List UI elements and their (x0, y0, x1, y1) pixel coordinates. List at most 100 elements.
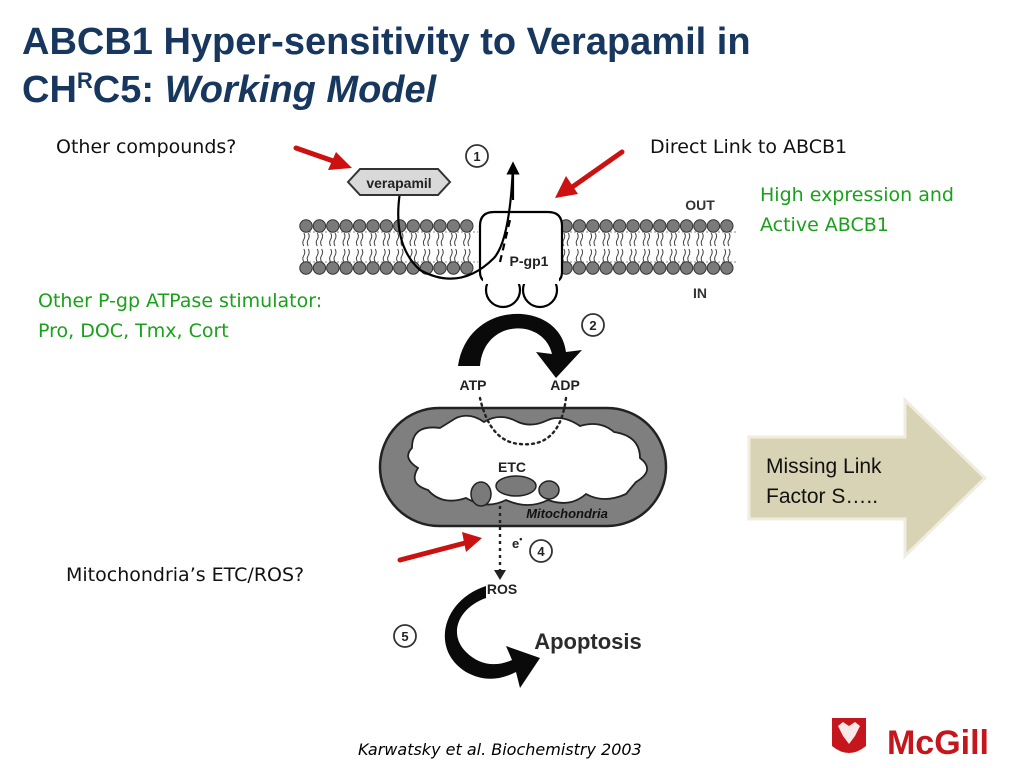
lipid-head (679, 261, 694, 275)
step-marker-4: 4 (529, 539, 553, 563)
note-high-expression-line-1: High expression and (760, 184, 954, 206)
callout-line-1: Missing Link (766, 455, 882, 478)
lipid-tail (669, 248, 673, 263)
lipid-tail (714, 248, 718, 263)
lipid-tail (593, 248, 597, 263)
lipid-head (299, 261, 313, 275)
lipid-head (366, 261, 380, 275)
etc-label: ETC (498, 459, 526, 475)
lipid-tail (342, 248, 346, 263)
slide-title: ABCB1 Hyper-sensitivity to Verapamil in … (22, 18, 751, 114)
lipid-tail (302, 248, 306, 263)
lipid-head (599, 219, 613, 233)
note-direct-link: Direct Link to ABCB1 (650, 136, 848, 158)
lipid-tail (709, 248, 713, 263)
lipid-head (599, 261, 613, 275)
lipid-tail (615, 248, 619, 263)
lipid-tail (360, 248, 364, 263)
lipid-tail (575, 232, 579, 247)
lipid-tail (467, 232, 471, 247)
lipid-head (406, 219, 420, 233)
title-prefix: CH (22, 69, 77, 111)
lipid-tail (700, 232, 704, 247)
lipid-tail (606, 232, 610, 247)
lipid-tail (320, 248, 324, 263)
lipid-head (339, 219, 353, 233)
lipid-head (639, 261, 654, 275)
lipid-head (352, 219, 367, 233)
note-high-expression-line-2: Active ABCB1 (760, 214, 889, 236)
lipid-tail (629, 248, 633, 263)
atp-label: ATP (460, 377, 487, 393)
lipid-tail (329, 248, 333, 263)
lipid-head (693, 219, 707, 233)
step-marker-5: 5 (393, 624, 417, 648)
lipid-tail (593, 232, 597, 247)
in-label: IN (693, 285, 707, 301)
lipid-tail (647, 232, 651, 247)
step-marker-2: 2 (581, 313, 605, 337)
title-line-1: ABCB1 Hyper-sensitivity to Verapamil in (22, 21, 751, 63)
lipid-tail (373, 248, 377, 263)
lipid-tail (714, 232, 718, 247)
lipid-tail (696, 248, 700, 263)
lipid-tail (449, 232, 453, 247)
lipid-tail (369, 248, 373, 263)
lipid-head (339, 261, 353, 275)
lipid-tail (575, 248, 579, 263)
lipid-tail (369, 232, 373, 247)
lipid-tail (589, 232, 593, 247)
callout-text: Missing Link Factor S….. (766, 452, 882, 512)
lipid-tail (382, 248, 386, 263)
lipid-tail (589, 248, 593, 263)
pointer-arrow-pgp (555, 149, 625, 198)
lipid-head (299, 219, 313, 233)
lipid-head (612, 261, 627, 275)
lipid-tail (580, 248, 584, 263)
lipid-tail (687, 248, 691, 263)
lipid-tail (620, 248, 624, 263)
lipid-tail (602, 232, 606, 247)
lipid-head (720, 261, 734, 275)
lipid-tail (642, 248, 646, 263)
lipid-tail (333, 232, 337, 247)
lipid-tail (727, 232, 731, 247)
lipid-tail (656, 232, 660, 247)
lipid-head (586, 219, 600, 233)
cell-membrane (299, 219, 738, 275)
lipid-head (720, 219, 734, 233)
electron-leak-arrowhead (494, 570, 506, 580)
lipid-tail (642, 232, 646, 247)
lipid-tail (382, 232, 386, 247)
lipid-tail (355, 232, 359, 247)
out-label: OUT (685, 197, 715, 213)
pointer-arrow-mitochondria (397, 532, 482, 563)
lipid-head (326, 261, 340, 275)
lipid-tail (422, 232, 426, 247)
lipid-head (352, 261, 367, 275)
lipid-head (366, 219, 380, 233)
lipid-head (706, 219, 721, 233)
lipid-tail (306, 248, 310, 263)
lipid-tail (615, 232, 619, 247)
title-italic: Working Model (164, 69, 437, 111)
lipid-head (586, 261, 600, 275)
lipid-tail (329, 232, 333, 247)
electron-label: e• (512, 534, 522, 551)
callout-line-2: Factor S….. (766, 485, 879, 508)
verapamil-path (397, 164, 515, 280)
pgp-transporter: P-gp1 (478, 210, 564, 309)
lipid-tail (669, 232, 673, 247)
lipid-tail (413, 248, 417, 263)
title-superscript: R (76, 68, 93, 93)
lipid-head (572, 219, 587, 233)
citation: Karwatsky et al. Biochemistry 2003 (358, 740, 642, 759)
lipid-head (460, 219, 474, 233)
lipid-tail (454, 232, 458, 247)
pgp-label: P-gp1 (510, 253, 549, 269)
lipid-head (433, 219, 447, 233)
lipid-tail (673, 232, 677, 247)
apoptosis-label: Apoptosis (534, 629, 642, 654)
adp-label: ADP (550, 377, 580, 393)
